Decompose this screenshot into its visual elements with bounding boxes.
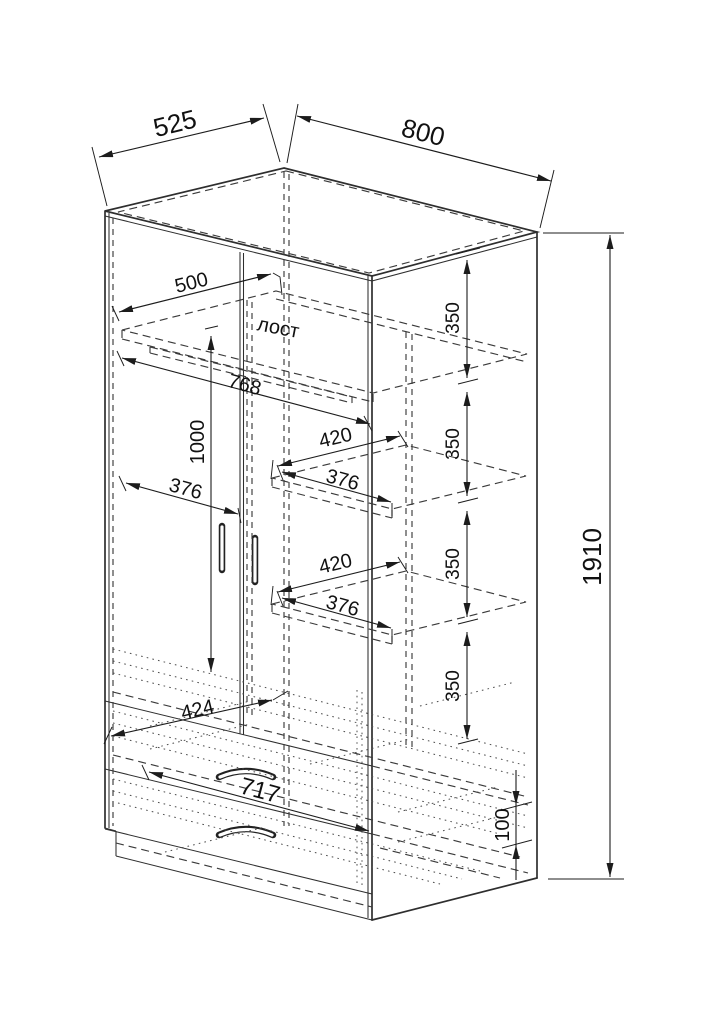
- dim-label-depth: 525: [150, 103, 199, 143]
- top-face-inset: [117, 170, 527, 274]
- drawer-box-dotted-lines: [112, 648, 529, 888]
- dim-width-800: 800: [286, 103, 555, 229]
- dim-door-width-376: 376: [118, 474, 242, 524]
- hidden-top-shelf: [121, 290, 528, 403]
- dim-shelf1: 420 376: [270, 424, 409, 516]
- dim-label-gap4: 350: [443, 670, 464, 702]
- hidden-drawer-lines: [112, 691, 529, 908]
- dim-shelf-spacings-350: 350 350 350 350: [443, 247, 481, 745]
- dim-label-height: 1910: [577, 528, 607, 586]
- rod-label: лост: [255, 313, 301, 343]
- dim-inner-width-768: 768: [116, 350, 373, 432]
- dim-inner-depth-500: 500: [111, 268, 283, 322]
- dim-plinth-100: 100: [492, 770, 533, 880]
- dim-drawer-width-717: 717: [141, 764, 370, 832]
- dim-height-1910: 1910: [543, 232, 624, 880]
- hidden-shelf-2: [271, 570, 527, 645]
- dim-label-hang-height: 1000: [187, 420, 209, 465]
- dim-label-plinth: 100: [492, 808, 514, 841]
- dim-label-gap2: 350: [443, 428, 464, 460]
- drawer-handle-bottom: [215, 825, 277, 839]
- dim-depth-525: 525: [91, 103, 281, 207]
- dim-label-inner-width: 768: [226, 370, 264, 400]
- dim-label-door-width: 376: [167, 474, 205, 504]
- dim-shelf2: 420 376: [270, 550, 409, 642]
- dim-label-shelf1-width: 376: [324, 465, 362, 495]
- dim-label-shelf2-width: 376: [324, 591, 362, 621]
- dim-label-drawer-depth: 424: [179, 696, 217, 725]
- dim-label-gap1: 350: [443, 302, 464, 334]
- dim-label-width: 800: [398, 112, 448, 152]
- dim-drawer-depth-424: 424: [103, 690, 289, 745]
- hidden-shelf-1: [271, 444, 527, 519]
- dim-label-gap3: 350: [443, 548, 464, 580]
- dim-label-inner-depth: 500: [173, 268, 211, 297]
